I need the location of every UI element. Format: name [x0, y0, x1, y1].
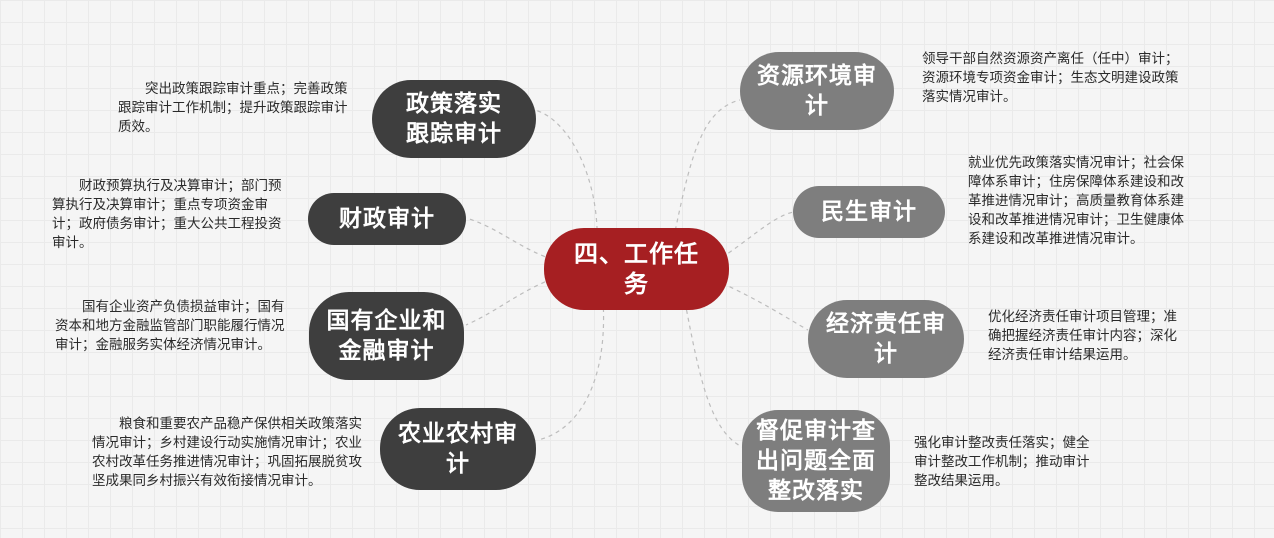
branch-economic-responsibility-audit[interactable]: 经济责任审计	[808, 300, 964, 378]
branch-label: 政策落实跟踪审计	[406, 90, 502, 147]
branch-label: 资源环境审计	[757, 62, 877, 119]
branch-resource-environment-audit[interactable]: 资源环境审计	[740, 52, 894, 130]
connector-right-3	[714, 279, 809, 331]
branch-description: 突出政策跟踪审计重点；完善政策跟踪审计工作机制；提升政策跟踪审计质效。	[118, 81, 348, 135]
branch-soe-finance-audit[interactable]: 国有企业和金融审计	[309, 292, 464, 380]
branch-description: 就业优先政策落实情况审计；社会保障体系审计；住房保障体系建设和改革推进情况审计；…	[968, 155, 1184, 247]
branch-label: 农业农村审计	[398, 420, 518, 477]
branch-finance-audit[interactable]: 财政审计	[308, 193, 466, 245]
branch-label: 民生审计	[821, 198, 917, 225]
branch-label: 财政审计	[339, 205, 435, 232]
connector-right-1	[671, 99, 741, 247]
center-node[interactable]: 四、工作任务	[544, 228, 729, 310]
branch-description: 财政预算执行及决算审计；部门预算执行及决算审计；重点专项资金审计；政府债务审计；…	[52, 178, 282, 251]
branch-description: 优化经济责任审计项目管理；准确把握经济责任审计内容；深化经济责任审计结果运用。	[988, 309, 1177, 363]
center-label: 四、工作任务	[574, 239, 699, 298]
branch-livelihood-audit[interactable]: 民生审计	[793, 186, 945, 238]
branch-policy-tracking-audit[interactable]: 政策落实跟踪审计	[372, 80, 536, 158]
connector-right-4	[684, 301, 743, 448]
connector-left-1	[534, 109, 598, 247]
branch-label: 国有企业和金融审计	[326, 307, 447, 364]
branch-agriculture-audit[interactable]: 农业农村审计	[380, 408, 536, 490]
branch-label: 经济责任审计	[826, 310, 946, 367]
connector-left-4	[537, 299, 605, 441]
branch-description: 强化审计整改责任落实；健全审计整改工作机制；推动审计整改结果运用。	[914, 435, 1090, 489]
branch-description: 粮食和重要农产品稳产保供相关政策落实情况审计；乡村建设行动实施情况审计；农业农村…	[92, 416, 362, 489]
branch-rectification-audit[interactable]: 督促审计查出问题全面整改落实	[742, 410, 890, 512]
branch-label: 督促审计查出问题全面整改落实	[756, 417, 876, 504]
branch-description: 国有企业资产负债损益审计；国有资本和地方金融监管部门职能履行情况审计；金融服务实…	[55, 299, 285, 353]
branch-description: 领导干部自然资源资产离任（任中）审计；资源环境专项资金审计；生态文明建设政策落实…	[922, 51, 1179, 105]
